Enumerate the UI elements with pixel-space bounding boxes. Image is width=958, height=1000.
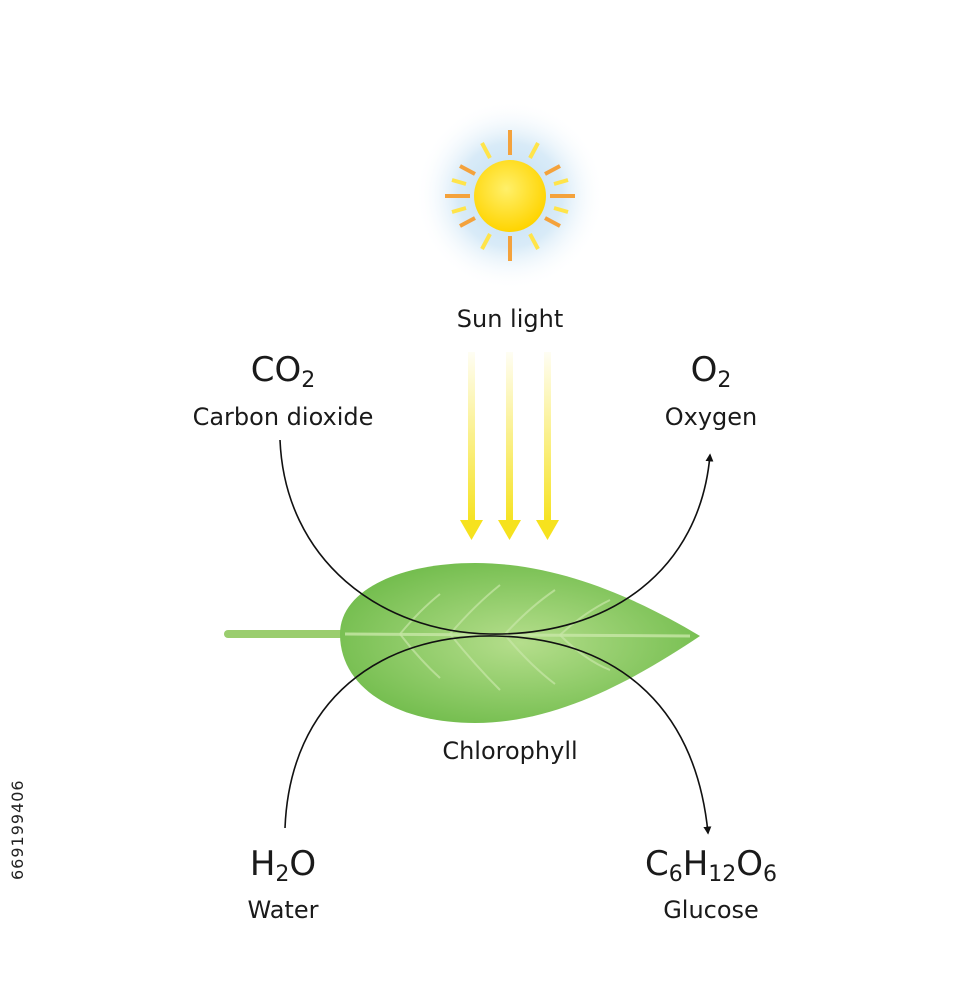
glucose-formula-o: O — [736, 844, 764, 884]
leaf-midrib — [344, 632, 691, 638]
o2-formula-base: O — [690, 350, 718, 390]
o2-formula-sub: 2 — [717, 368, 732, 393]
glucose-formula-h: H — [682, 844, 709, 884]
o2-name: Oxygen — [664, 403, 758, 431]
sunlight-label: Sun light — [456, 305, 564, 333]
h2o-name: Water — [247, 896, 319, 924]
co2-formula-base: CO — [250, 350, 302, 390]
leaf-veins — [399, 584, 611, 691]
leaf-icon — [224, 563, 700, 723]
sun-rays — [445, 130, 575, 261]
sun-icon — [415, 100, 605, 290]
glucose-formula-c-sub: 6 — [668, 862, 683, 887]
glucose-formula: C6H12O6 — [644, 844, 777, 885]
co2-to-o2-flow-arrow — [279, 439, 714, 635]
h2o-formula-base-o: O — [289, 844, 317, 884]
glucose-name: Glucose — [663, 896, 759, 924]
glucose-formula-c: C — [644, 844, 669, 884]
glucose-formula-o-sub: 6 — [763, 862, 778, 887]
glucose-formula-h-sub: 12 — [708, 862, 737, 887]
h2o-formula-base-h: H — [249, 844, 276, 884]
co2-formula-sub: 2 — [301, 368, 316, 393]
co2-formula: CO2 — [250, 350, 316, 391]
side-id-number: 669199406 — [8, 779, 27, 880]
sunlight-arrows — [460, 352, 559, 540]
chlorophyll-label: Chlorophyll — [442, 737, 578, 765]
leaf-blade — [340, 563, 700, 723]
h2o-to-glucose-flow-arrow — [284, 635, 712, 835]
h2o-formula: H2O — [249, 844, 317, 885]
o2-formula: O2 — [690, 350, 732, 391]
h2o-formula-sub: 2 — [275, 862, 290, 887]
co2-name: Carbon dioxide — [192, 403, 374, 431]
sun-core — [474, 160, 546, 232]
